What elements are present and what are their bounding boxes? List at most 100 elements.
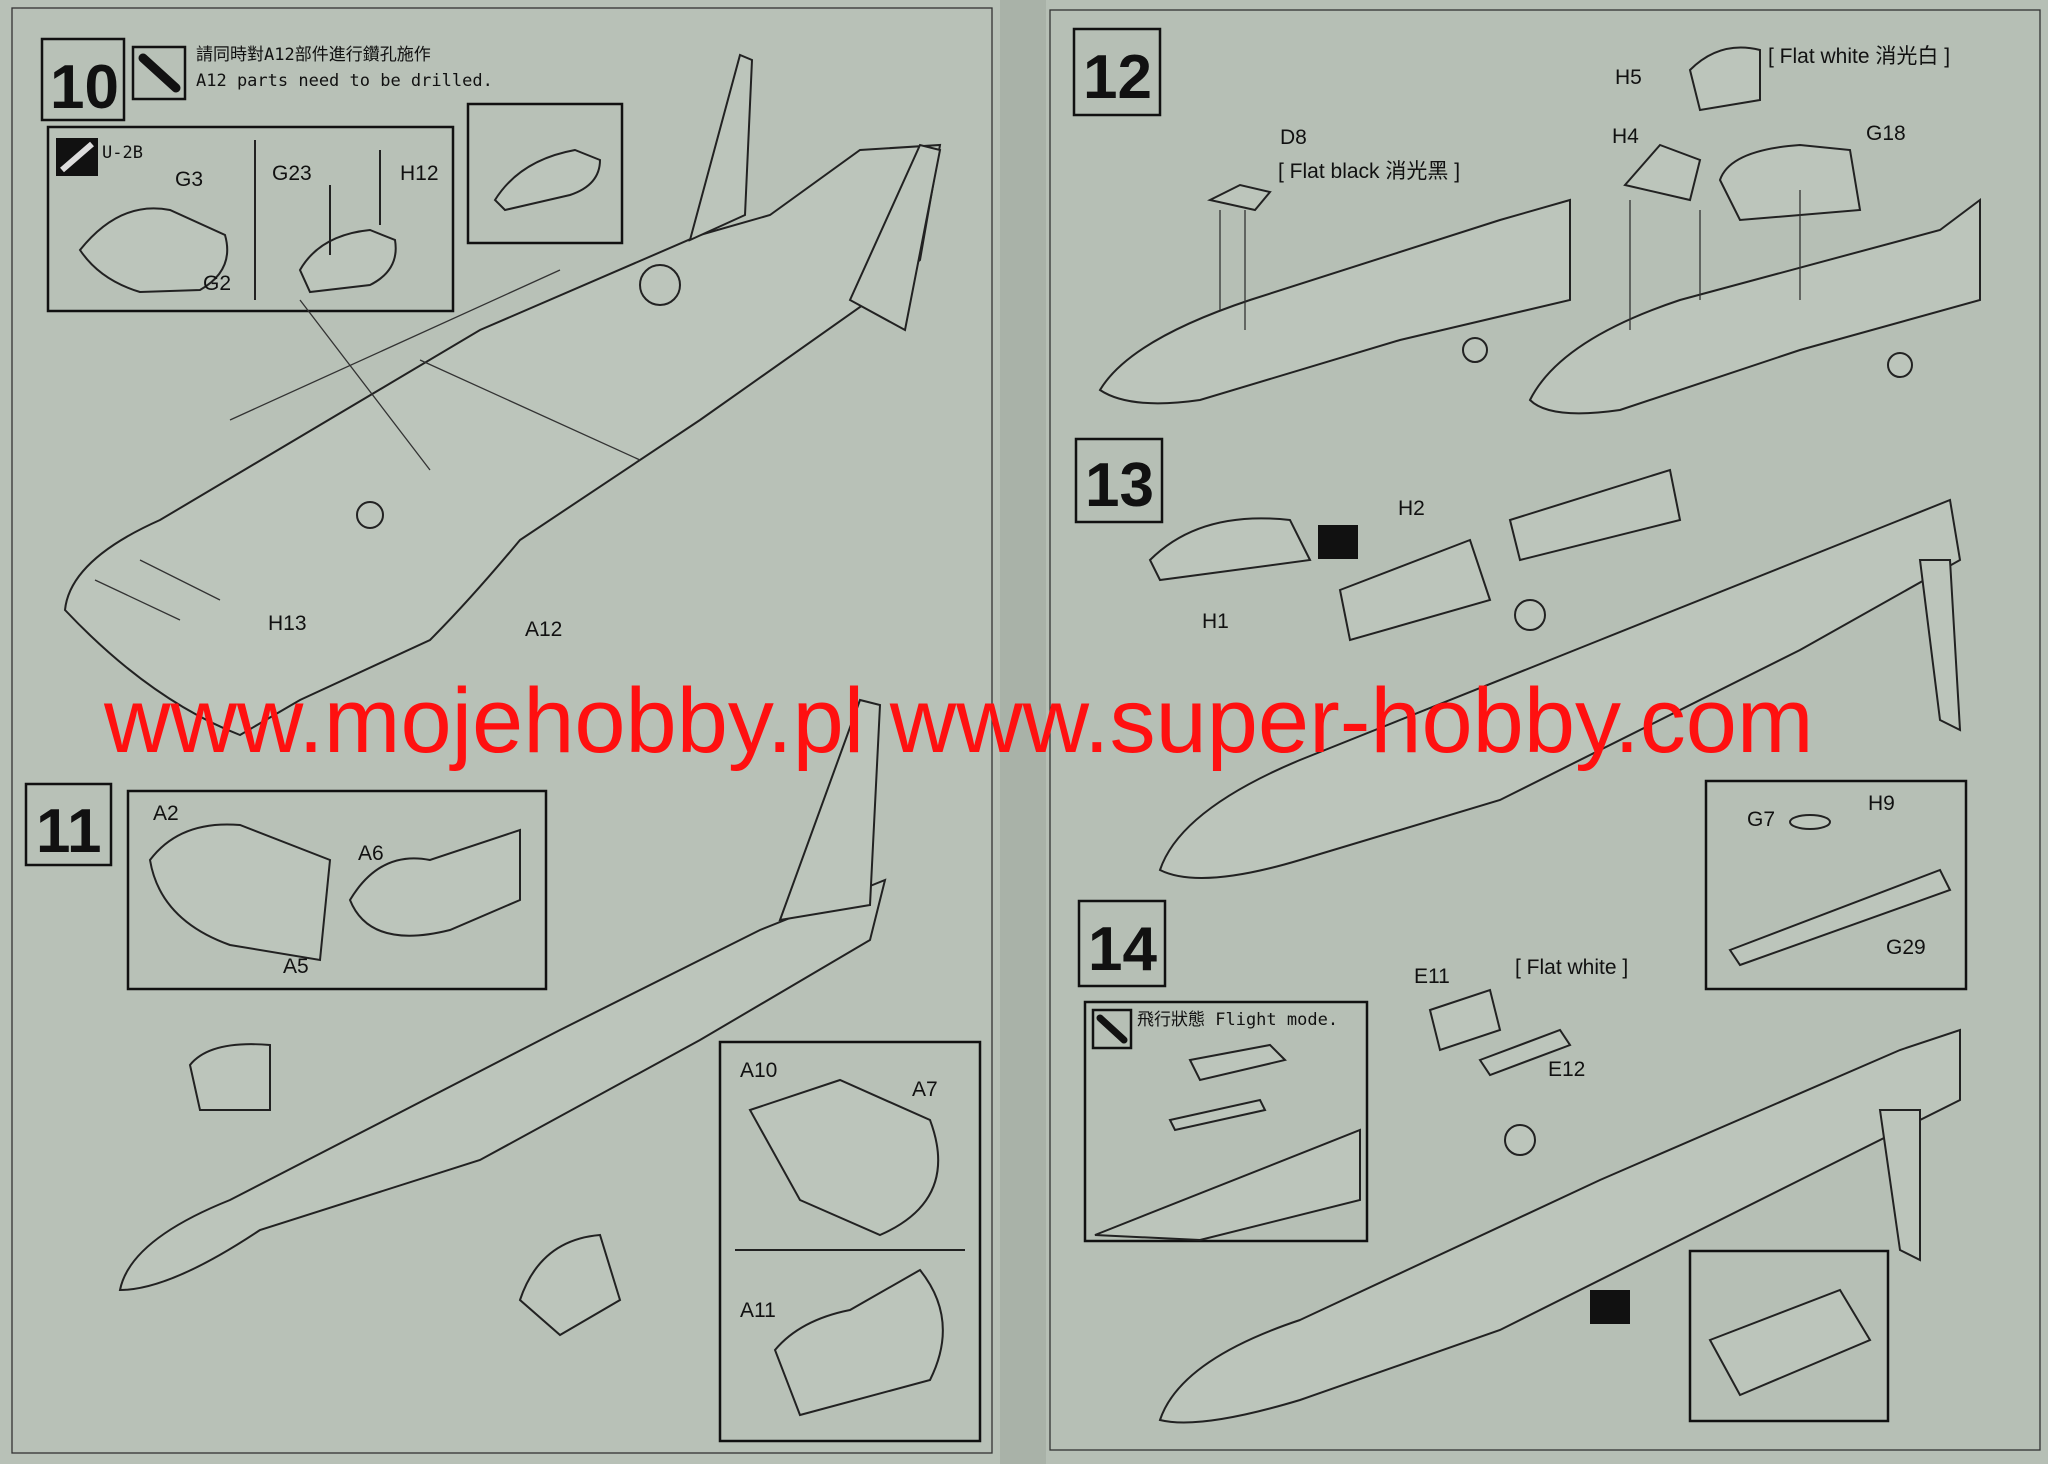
- wheel-step12a: [1462, 337, 1488, 363]
- step-number: 14: [1088, 915, 1157, 984]
- inset-intakes: [126, 789, 548, 991]
- inset-tank-result: [466, 102, 624, 245]
- variant-icon: [1590, 1290, 1630, 1324]
- attention-icon-stroke: [138, 53, 181, 93]
- step-number-box: [1077, 899, 1167, 988]
- exhaust-a10-a7: [748, 1078, 940, 1237]
- flight-mode-parts: [1168, 1043, 1287, 1132]
- label-a2: A2: [153, 802, 179, 825]
- label-flat-black: [ Flat black 消光黑 ]: [1278, 160, 1460, 183]
- wheel-step13: [1514, 599, 1546, 631]
- assembly-lines-step10: [94, 269, 641, 621]
- tail-step11: [778, 698, 882, 922]
- label-a7: A7: [912, 1078, 938, 1101]
- attention-icon: [1091, 1008, 1133, 1050]
- label-g3: G3: [175, 168, 203, 191]
- label-flat-white: [ Flat white 消光白 ]: [1768, 45, 1950, 68]
- label-a10: A10: [740, 1059, 777, 1082]
- label-a6: A6: [358, 842, 384, 865]
- drop-tank-part: [78, 207, 229, 294]
- inset-exhaust: [718, 1040, 982, 1443]
- label-h5: H5: [1615, 66, 1642, 89]
- step-number: 11: [36, 797, 102, 866]
- fuselage-step13: [1158, 498, 1962, 879]
- wheel-step12b: [1887, 352, 1913, 378]
- watermark: www.mojehobby.pl www.super-hobby.com: [103, 670, 1814, 772]
- part-e12: [1478, 1028, 1572, 1077]
- exhaust-a11: [773, 1268, 944, 1417]
- inset-windows: [1688, 1249, 1890, 1423]
- intake-part-left: [188, 1043, 271, 1111]
- window-panel: [1708, 1288, 1872, 1397]
- fuselage-step11: [118, 878, 887, 1292]
- label-h1: H1: [1202, 610, 1229, 633]
- inset-flight-mode: [1083, 1000, 1369, 1243]
- inset-panel: [1704, 779, 1968, 991]
- flight-mode-fuselage: [1094, 1128, 1361, 1242]
- label-flat-white-14: [ Flat white ]: [1515, 956, 1628, 979]
- part-d8: [1207, 183, 1272, 212]
- variant-icon-arrow: [60, 141, 94, 173]
- label-a12: A12: [525, 618, 562, 641]
- tail-step14: [1878, 1109, 1921, 1262]
- panel-h2: [1338, 538, 1492, 642]
- label-h12: H12: [400, 162, 439, 185]
- attention-icon-stroke: [1096, 1014, 1128, 1044]
- step-10: 10 請同時對A12部件進行鑽孔施作 A12 parts need to be …: [40, 37, 942, 737]
- wheel-step14: [1504, 1124, 1536, 1156]
- label-h13: H13: [268, 612, 307, 635]
- label-e12: E12: [1548, 1058, 1585, 1081]
- canopy-g18: [1718, 143, 1862, 222]
- assembly-arrows: [329, 150, 381, 255]
- part-e11: [1428, 988, 1502, 1052]
- wing-step10: [688, 53, 754, 242]
- step-number-box: [24, 782, 113, 867]
- canopy-h4: [1623, 143, 1702, 202]
- label-a11: A11: [740, 1299, 776, 1322]
- label-g18: G18: [1866, 122, 1906, 145]
- step-12: 12 H5 [ Flat white 消光白 ] H4 G18 D8 [ Fla…: [1072, 27, 1981, 415]
- attention-icon: [131, 45, 187, 101]
- step-number: 13: [1085, 451, 1154, 520]
- part-g7: [1789, 814, 1831, 830]
- tank-result: [493, 148, 602, 212]
- label-a5: A5: [283, 955, 309, 978]
- label-g7: G7: [1747, 808, 1775, 831]
- step-number-box: [1074, 437, 1164, 524]
- step-14: 14 飛行狀態 Flight mode. E11 [ Flat white ] …: [1077, 899, 1961, 1424]
- flight-mode-note: 飛行狀態 Flight mode.: [1137, 1010, 1338, 1030]
- label-g23: G23: [272, 162, 312, 185]
- panel-g29: [1728, 868, 1952, 967]
- label-h2: H2: [1398, 497, 1425, 520]
- tail-step10: [848, 143, 942, 332]
- fuselage-step12a: [1098, 198, 1571, 405]
- step-number-box: [1072, 27, 1162, 117]
- inset-drop-tank: [46, 125, 455, 313]
- panel-top: [1508, 468, 1682, 562]
- drill-note-en: A12 parts need to be drilled.: [196, 71, 493, 91]
- step-number: 12: [1083, 43, 1152, 112]
- label-h9: H9: [1868, 792, 1895, 815]
- fuselage-step10: [63, 143, 942, 737]
- intake-a2-a5: [148, 823, 332, 962]
- assembly-arrows-step12: [1219, 190, 1801, 330]
- label-h4: H4: [1612, 125, 1639, 148]
- canopy-h5: [1688, 46, 1761, 112]
- intake-a6: [348, 828, 521, 937]
- drill-note-cn: 請同時對A12部件進行鑽孔施作: [196, 45, 431, 65]
- wheel-step10: [356, 501, 384, 529]
- label-e11: E11: [1414, 965, 1450, 988]
- tail-step13: [1918, 559, 1962, 732]
- panel-h1: [1148, 517, 1312, 582]
- spine: [1000, 0, 1046, 1464]
- label-d8: D8: [1280, 126, 1307, 149]
- drop-tank-part-2: [298, 228, 397, 294]
- step-number: 10: [50, 53, 119, 122]
- variant-label: U-2B: [102, 143, 143, 163]
- label-g29: G29: [1886, 936, 1926, 959]
- step-11: 11 A2 A6 A5 A10 A7 A11: [24, 698, 982, 1443]
- intake-part: [518, 1233, 622, 1337]
- label-g2: G2: [203, 272, 231, 295]
